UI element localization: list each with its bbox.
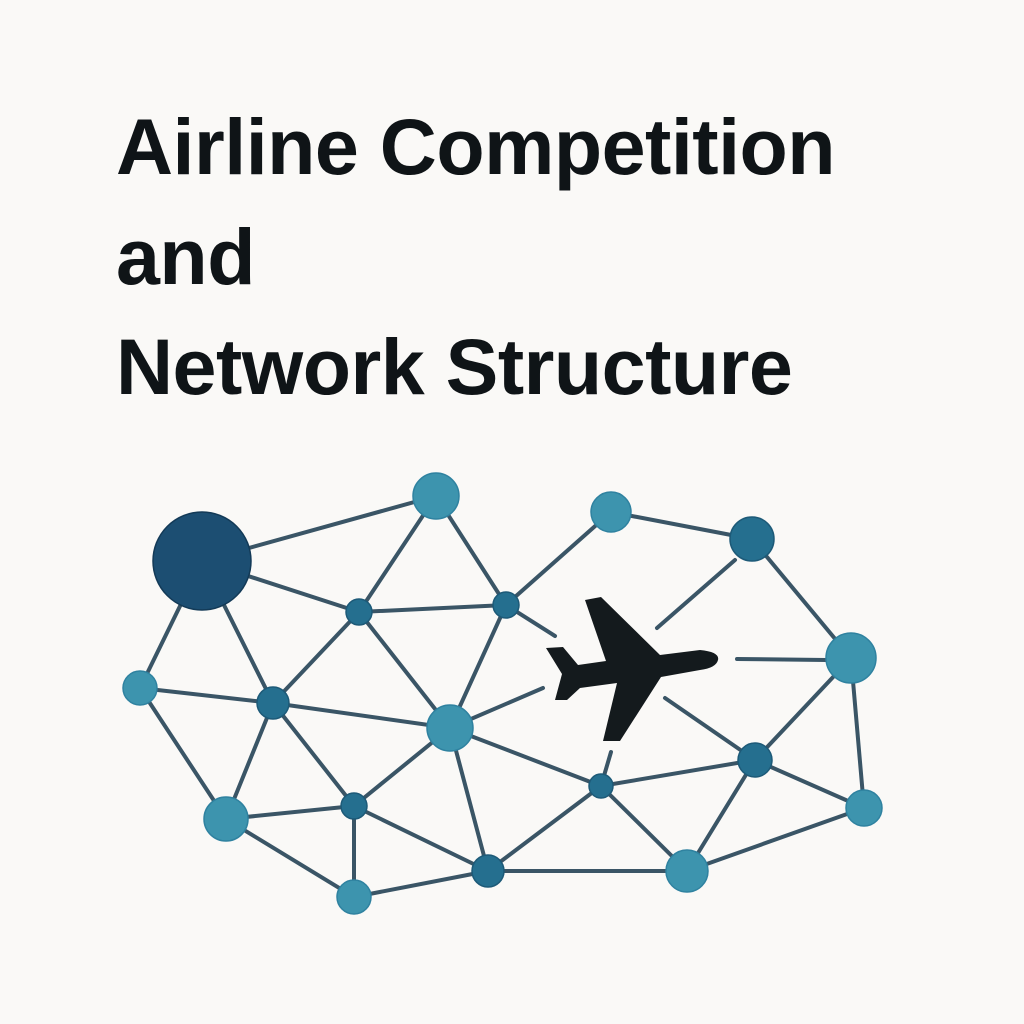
airport-node xyxy=(590,491,632,533)
title-line-2: and xyxy=(116,212,255,301)
airport-node xyxy=(492,591,520,619)
route-edge xyxy=(138,686,228,821)
route-edge xyxy=(753,758,866,810)
airport-node xyxy=(588,773,614,799)
route-edge xyxy=(448,726,603,788)
hub-airport-node xyxy=(152,511,252,611)
route-edge xyxy=(352,804,490,873)
airport-node xyxy=(412,472,460,520)
route-edge xyxy=(599,758,757,788)
route-edge xyxy=(750,537,853,660)
airport-node xyxy=(471,854,505,888)
airport-node xyxy=(345,598,373,626)
route-edge xyxy=(271,701,452,730)
airport-node xyxy=(737,742,773,778)
route-edge xyxy=(138,686,275,705)
route-edge-partial xyxy=(663,696,757,762)
route-edge-partial xyxy=(655,558,737,630)
title-line-1: Airline Competition xyxy=(116,102,836,191)
route-edge xyxy=(486,784,603,873)
page-title: Airline Competition and Network Structur… xyxy=(116,92,836,422)
airport-node xyxy=(122,670,158,706)
airport-node xyxy=(336,879,372,915)
airport-node xyxy=(845,789,883,827)
network-nodes xyxy=(122,472,883,915)
route-edge xyxy=(357,603,508,614)
route-edge xyxy=(448,726,490,873)
route-edge-partial xyxy=(735,657,828,662)
route-edge xyxy=(271,701,356,808)
airport-node xyxy=(426,704,474,752)
route-edge xyxy=(504,510,613,607)
airplane-icon xyxy=(546,597,719,741)
airport-node xyxy=(665,849,709,893)
airport-node xyxy=(729,516,775,562)
route-edge xyxy=(357,610,452,730)
airport-node xyxy=(203,796,249,842)
route-edge xyxy=(352,869,490,899)
title-line-3: Network Structure xyxy=(116,322,793,411)
route-edge xyxy=(224,817,356,899)
airport-node xyxy=(825,632,877,684)
route-edge xyxy=(685,806,866,873)
airport-node xyxy=(340,792,368,820)
airport-node xyxy=(256,686,290,720)
route-edge xyxy=(609,510,754,541)
route-edge xyxy=(271,610,361,705)
